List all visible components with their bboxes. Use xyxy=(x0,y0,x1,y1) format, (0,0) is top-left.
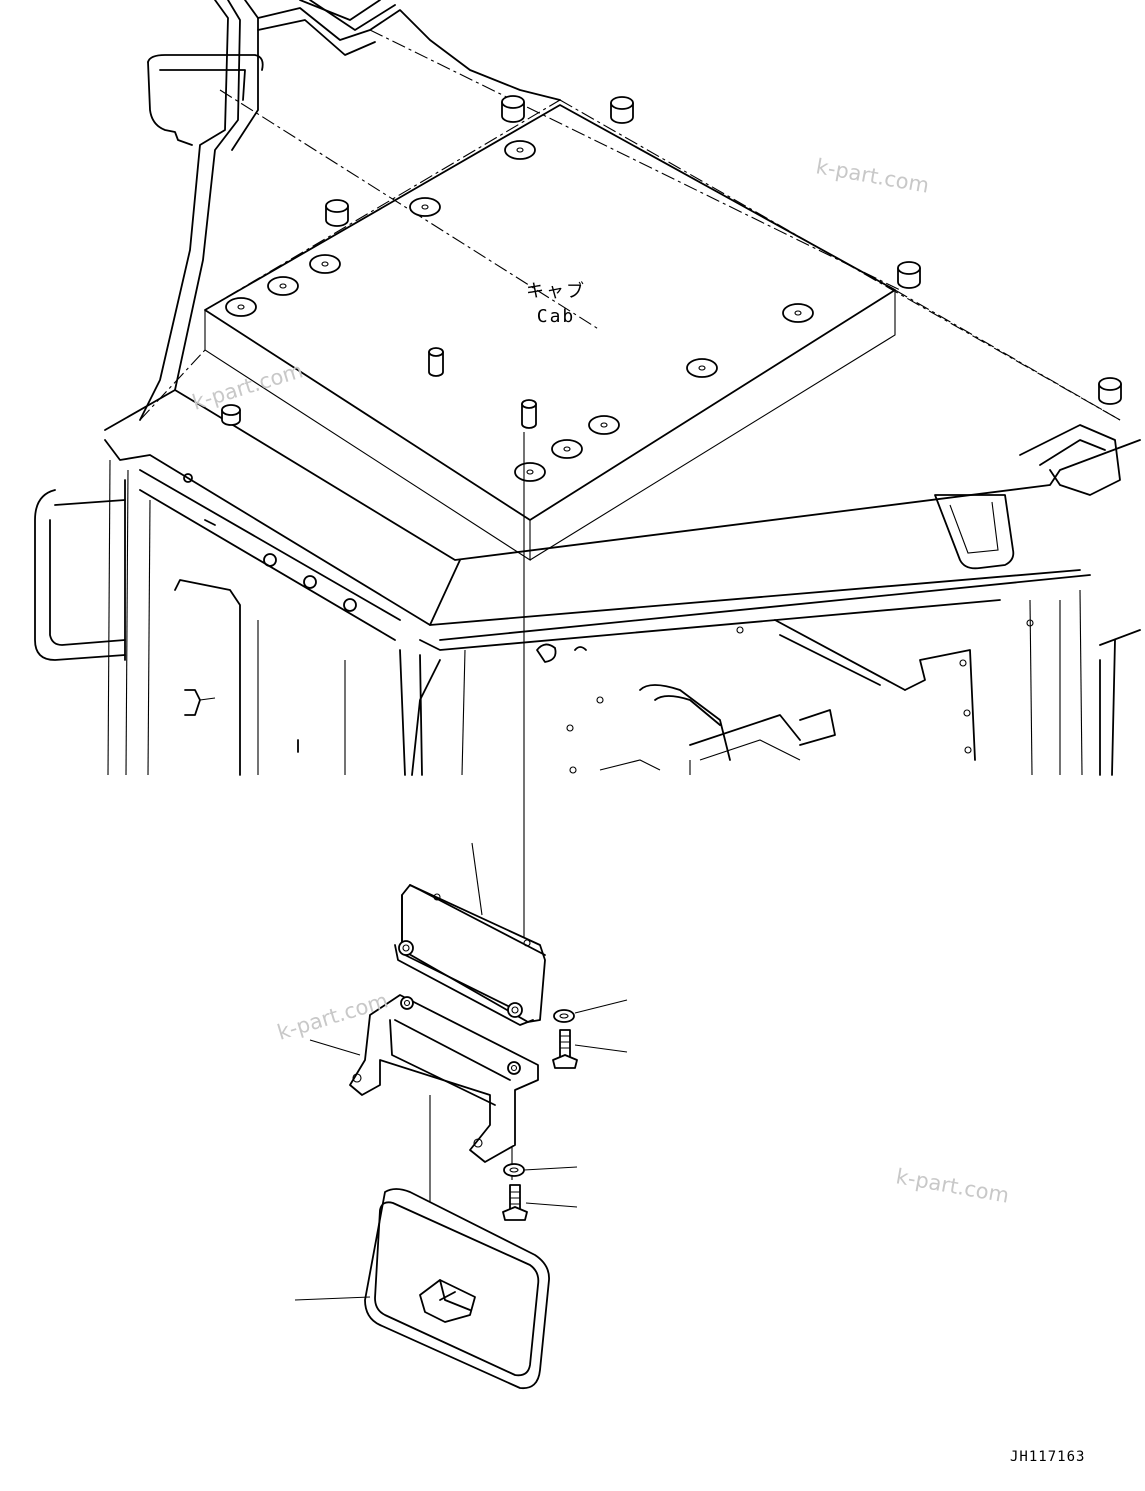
lower-bracket[interactable] xyxy=(349,994,539,1163)
roof-washers xyxy=(225,140,814,482)
roof-spacers xyxy=(221,95,1122,429)
leader-lines xyxy=(294,842,628,1301)
cab-label-jp: キャブ xyxy=(526,280,586,302)
cab-assembly xyxy=(34,0,1141,776)
watermark: k-part.com xyxy=(894,1164,1011,1207)
watermark: k-part.com xyxy=(189,358,305,414)
mirror[interactable] xyxy=(364,1188,550,1390)
upper-bracket[interactable] xyxy=(394,884,546,1026)
bolt-upper[interactable] xyxy=(552,1029,578,1069)
watermark: k-part.com xyxy=(814,154,931,197)
bolt-lower[interactable] xyxy=(502,1184,528,1221)
drawing-code: JH117163 xyxy=(1010,1449,1085,1465)
washer-lower[interactable] xyxy=(503,1163,525,1177)
cab-label-en: Cab xyxy=(537,306,576,327)
washer-upper[interactable] xyxy=(553,1009,575,1023)
